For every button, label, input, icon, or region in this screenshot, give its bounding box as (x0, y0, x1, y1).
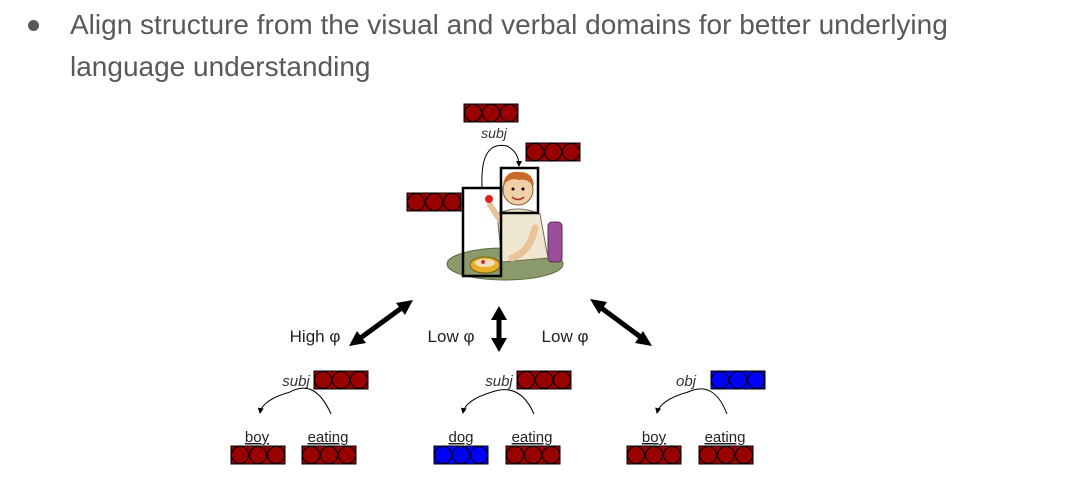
bullet-text-line-2: language understanding (70, 51, 371, 82)
embedding-unit (506, 446, 524, 464)
bullet-text: Align structure from the visual and verb… (70, 4, 1070, 88)
embedding-unit (729, 371, 747, 389)
tree-2-word-eating-embedding (505, 445, 561, 465)
embedding-unit (407, 193, 425, 211)
bowl-region-embedding (406, 192, 462, 212)
embedding-unit (332, 371, 350, 389)
embedding-unit (747, 371, 765, 389)
tree-3-word-boy-embedding (626, 445, 682, 465)
embedding-unit (231, 446, 249, 464)
tree-2-word-dog-embedding (433, 445, 489, 465)
embedding-unit (470, 446, 488, 464)
embedding-unit (735, 446, 753, 464)
tree-3-relation-embedding (710, 370, 766, 390)
embedding-unit (314, 371, 332, 389)
tree-2-word-eating: eating (512, 429, 553, 446)
tree-3-word-eating-embedding (698, 445, 754, 465)
embedding-unit (562, 143, 580, 161)
embedding-unit (711, 371, 729, 389)
arrow-label-low-phi-center: Low φ (428, 327, 475, 346)
embedding-unit (544, 143, 562, 161)
image-relation-label: subj (481, 125, 508, 141)
image-relation-arc (481, 144, 522, 188)
embedding-unit (699, 446, 717, 464)
embedding-unit (645, 446, 663, 464)
tree-1-word-boy: boy (245, 429, 270, 446)
tree-2-arc (460, 389, 535, 415)
embedding-unit (338, 446, 356, 464)
image-relation-embedding (463, 103, 519, 123)
embedding-unit (350, 371, 368, 389)
arrow-label-high-phi: High φ (290, 327, 341, 346)
embedding-unit (320, 446, 338, 464)
bullet-dot-icon (28, 20, 39, 31)
boy-region-embedding (525, 142, 581, 162)
embedding-unit (425, 193, 443, 211)
embedding-unit (535, 371, 553, 389)
alignment-arrow-center (491, 306, 507, 352)
bullet-text-line-1: Align structure from the visual and verb… (70, 9, 948, 40)
embedding-unit (663, 446, 681, 464)
embedding-unit (249, 446, 267, 464)
tree-1-relation-label: subj (282, 373, 310, 390)
alignment-arrow-right (590, 299, 652, 346)
tree-3-relation-label: obj (676, 373, 697, 390)
bowl-bounding-box (461, 186, 503, 278)
embedding-unit (482, 104, 500, 122)
tree-1-arc (257, 387, 332, 415)
dependency-tree-2: subj dog eating (433, 370, 572, 465)
boy-bounding-box (499, 166, 540, 215)
embedding-unit (452, 446, 470, 464)
boy-eating-illustration (446, 171, 564, 281)
tree-2-relation-embedding (516, 370, 572, 390)
embedding-unit (542, 446, 560, 464)
tree-2-relation-label: subj (485, 373, 513, 390)
dependency-tree-3: obj boy eating (626, 370, 766, 465)
dependency-tree-1: subj boy eating (230, 370, 369, 465)
embedding-unit (524, 446, 542, 464)
embedding-unit (717, 446, 735, 464)
tree-2-word-dog: dog (448, 429, 473, 446)
embedding-unit (302, 446, 320, 464)
tree-3-word-eating: eating (705, 429, 746, 446)
embedding-unit (627, 446, 645, 464)
alignment-arrow-left (349, 300, 413, 346)
embedding-unit (434, 446, 452, 464)
tree-3-word-boy: boy (642, 429, 667, 446)
tree-1-relation-embedding (313, 370, 369, 390)
tree-1-word-boy-embedding (230, 445, 286, 465)
embedding-unit (553, 371, 571, 389)
embedding-unit (464, 104, 482, 122)
tree-3-arc (655, 388, 728, 415)
embedding-unit (500, 104, 518, 122)
arrow-label-low-phi-right: Low φ (542, 327, 589, 346)
embedding-unit (267, 446, 285, 464)
embedding-unit (443, 193, 461, 211)
tree-1-word-eating: eating (308, 429, 349, 446)
tree-1-word-eating-embedding (301, 445, 357, 465)
embedding-unit (526, 143, 544, 161)
embedding-unit (517, 371, 535, 389)
